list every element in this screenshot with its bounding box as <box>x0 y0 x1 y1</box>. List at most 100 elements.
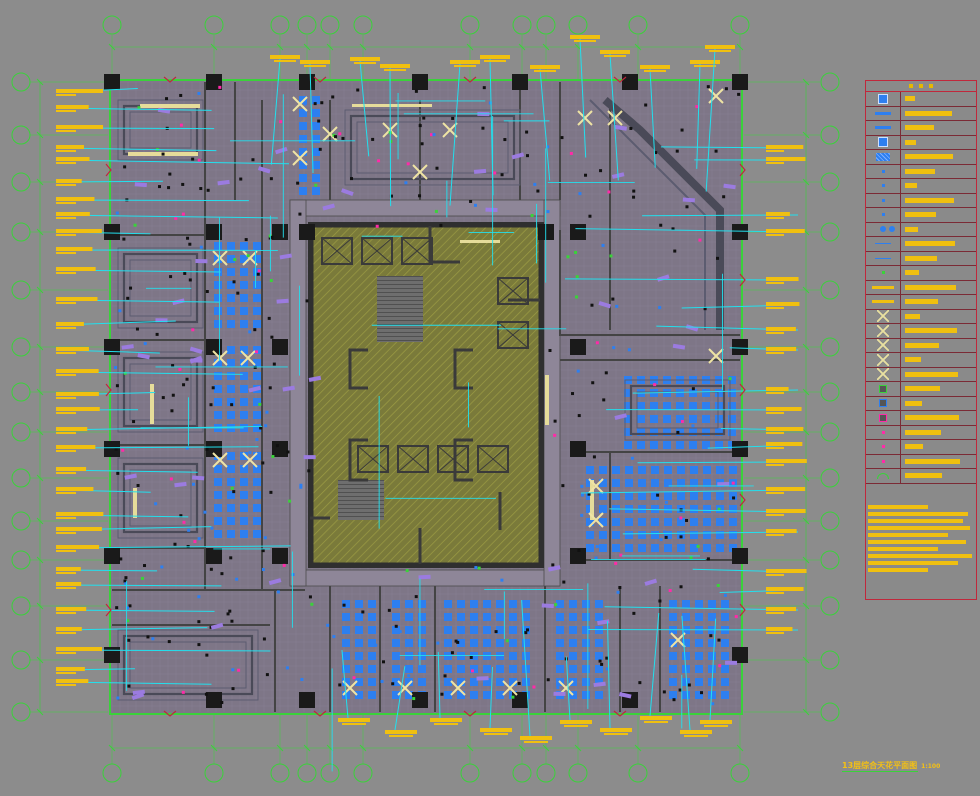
diffuser <box>588 512 604 528</box>
sprinkler <box>317 119 321 123</box>
sprinkler <box>715 256 719 260</box>
tag-label-sub <box>56 432 76 434</box>
ceiling-light-panel <box>664 466 672 474</box>
sprinkler <box>469 655 473 659</box>
ceiling-light-panel <box>253 268 261 276</box>
sprinkler <box>577 549 581 553</box>
legend-description <box>901 371 958 377</box>
sprinkler <box>231 668 235 672</box>
linear-light-icon <box>875 126 891 130</box>
sprinkler <box>546 145 550 149</box>
linear-fixture <box>124 473 137 480</box>
ceiling-light-panel <box>312 122 320 130</box>
ceiling-light-panel <box>721 613 729 621</box>
grid-bubble <box>460 15 480 35</box>
linear-fixture <box>303 455 316 460</box>
ceiling-light-panel <box>682 652 690 660</box>
sprinkler <box>473 203 477 207</box>
sprinkler <box>474 566 478 570</box>
sprinkler <box>230 619 234 623</box>
dimension-tick <box>802 708 810 716</box>
tag-label-sub <box>56 184 76 186</box>
sprinkler <box>394 624 398 628</box>
cove-outline <box>122 356 199 428</box>
column <box>104 441 120 457</box>
ceiling-light-panel <box>638 544 646 552</box>
sprinkler <box>197 620 201 624</box>
sprinkler <box>179 123 183 127</box>
sprinkler <box>288 499 292 503</box>
ceiling-light-panel <box>612 466 620 474</box>
tag-label-sub <box>766 412 784 414</box>
sprinkler <box>265 673 269 677</box>
ceiling-light-panel <box>253 359 261 367</box>
ceiling-light-panel <box>392 600 400 608</box>
ceiling-light-panel <box>728 389 736 397</box>
cove-outline <box>129 469 192 527</box>
sprinkler <box>129 286 133 290</box>
sprinkler <box>706 557 710 561</box>
sprinkler <box>604 371 608 375</box>
elevator-cross <box>477 445 509 473</box>
sprinkler <box>233 258 237 262</box>
grid-bubble <box>568 763 588 783</box>
ceiling-light-panel <box>227 465 235 473</box>
sprinkler <box>205 290 209 294</box>
sprinkler <box>181 690 185 694</box>
square-dot-icon <box>879 399 887 408</box>
sprinkler <box>220 700 224 704</box>
sprinkler <box>615 304 619 308</box>
ceiling-light-panel <box>612 492 620 500</box>
diffuser <box>292 96 308 112</box>
ceiling-light-panel <box>214 491 222 499</box>
dimension-tick <box>634 43 642 51</box>
tag-label <box>705 45 735 49</box>
grid-bubble <box>11 468 31 488</box>
ceiling-light-panel <box>470 691 478 699</box>
tag-label <box>56 179 82 183</box>
sprinkler <box>169 477 173 481</box>
dimension-tick <box>36 708 44 716</box>
diffuser <box>670 632 686 648</box>
sprinkler <box>454 639 458 643</box>
column <box>570 441 586 457</box>
tag-label-sub <box>766 217 784 219</box>
ceiling-light-panel <box>708 652 716 660</box>
sprinkler <box>724 87 728 91</box>
ceiling-light-panel <box>392 678 400 686</box>
column <box>206 74 222 90</box>
ceiling-light-panel <box>444 613 452 621</box>
ceiling-light-panel <box>689 389 697 397</box>
tag-label <box>766 509 806 513</box>
column <box>732 647 748 663</box>
tag-label-sub <box>524 741 548 743</box>
ceiling-light-panel <box>253 372 261 380</box>
sprinkler <box>140 576 144 580</box>
tag-label-sub <box>766 352 784 354</box>
dimension-tick <box>802 343 810 351</box>
tag-label-sub <box>56 652 76 654</box>
ceiling-light-panel <box>690 492 698 500</box>
linear-fixture <box>268 578 282 586</box>
tag-label-sub <box>384 69 406 71</box>
tag-label <box>766 427 804 431</box>
ceiling-light-panel <box>253 346 261 354</box>
ceiling-light-panel <box>716 544 724 552</box>
square-dot-icon <box>879 413 887 422</box>
ceiling-light-panel <box>253 491 261 499</box>
leader-line <box>681 615 691 731</box>
grid-bubble <box>820 596 840 616</box>
ceiling-light-panel <box>253 517 261 525</box>
sprinkler <box>687 683 691 687</box>
ceiling-light-panel <box>624 441 632 449</box>
sprinkler <box>165 97 169 101</box>
tag-label-sub <box>694 65 716 67</box>
sprinkler <box>230 403 234 407</box>
ceiling-light-panel <box>444 626 452 634</box>
ceiling-light-panel <box>405 626 413 634</box>
tag-label-sub <box>274 60 296 62</box>
tag-label-sub <box>56 412 76 414</box>
ceiling-light-panel <box>716 518 724 526</box>
ceiling-light-panel <box>240 452 248 460</box>
